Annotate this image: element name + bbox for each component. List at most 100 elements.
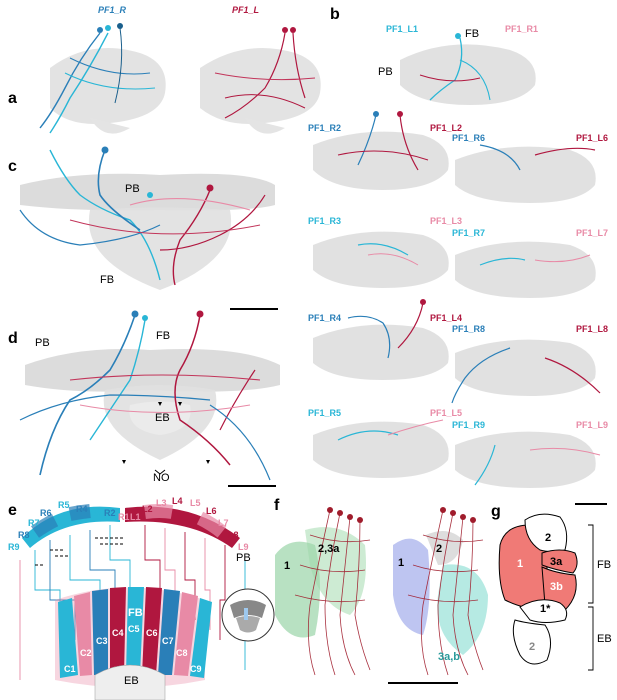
panel-e-pb-l5: L5 [190,498,201,508]
panel-e-col-c8: C8 [176,648,188,658]
panel-d-label: d [8,330,18,347]
panel-b-label-r9: PF1_R9 [452,420,486,430]
panel-f-label: f [274,497,280,514]
panel-b-render-4 [313,299,449,380]
panel-c-scalebar [230,308,278,310]
panel-e-pb-r9: R9 [8,542,20,552]
panel-e-pb-l3: L3 [156,498,167,508]
panel-e-pb-r2: R2 [104,508,116,518]
panel-e-pb-r4: R4 [76,504,88,514]
panel-b-label-r2: PF1_R2 [308,123,342,133]
panel-f-render-right [393,507,488,676]
panel-g-zone-1: 1 [517,558,524,570]
panel-e-region-eb: EB [124,675,139,687]
panel-d-render [19,310,280,481]
panel-b-label-l3: PF1_L3 [430,216,463,226]
panel-b-render-1 [400,33,536,105]
panel-e-label: e [8,502,17,519]
panel-e-pb-r8: R8 [18,530,30,540]
panel-c-region-fb: FB [100,274,115,286]
panel-d-region-no: NO [153,472,170,484]
panel-g-zone-1star: 1* [540,603,551,615]
panel-e-pb-r5: R5 [58,500,70,510]
panel-f-right-region-2: 2 [436,543,443,555]
panel-b-label-l2: PF1_L2 [430,123,463,133]
panel-b-label-l9: PF1_L9 [576,420,609,430]
panel-e-col-c5: C5 [128,624,140,634]
panel-f-left-region-23a: 2,3a [318,543,340,555]
panel-c-render [19,146,275,290]
panel-b-render-5 [313,419,449,478]
panel-e-pb-l6: L6 [206,506,217,516]
panel-e-col-c9: C9 [190,664,202,674]
panel-b: b FB PB PF1_L1 PF1_R1 PF1_R2 PF1_L2 PF1_… [300,0,617,505]
panel-e-pb-l4: L4 [172,496,183,506]
panel-c: c PB FB [0,146,300,315]
panel-e-pb-r6: R6 [40,508,52,518]
panel-f-scalebar [388,682,458,684]
panel-b-region-fb: FB [465,28,480,40]
panel-d-region-pb: PB [35,337,50,349]
panel-e-pb-l9: L9 [238,542,249,552]
panel-g-bracket-fb: FB [597,559,612,571]
panel-e-col-c2: C2 [80,648,92,658]
panel-a-title-left: PF1_L [232,5,260,15]
panel-b-label-l1: PF1_L1 [386,24,419,34]
panel-c-region-pb: PB [125,183,140,195]
panel-b-label-r3: PF1_R3 [308,216,342,226]
panel-e-pb-l1: L1 [130,512,141,522]
panel-e-col-c3: C3 [96,636,108,646]
panel-g-zone-2: 2 [545,532,552,544]
panel-b-render-2 [313,111,449,190]
panel-b-label-l6: PF1_L6 [576,133,609,143]
panel-e-pb-l2: L2 [142,504,153,514]
panel-a-render-right [39,23,166,134]
panel-b-label-l5: PF1_L5 [430,408,463,418]
panel-c-label: c [8,158,17,175]
panel-a-title-right: PF1_R [98,5,127,15]
panel-b-label-r7: PF1_R7 [452,228,486,238]
panel-e-region-pb: PB [236,552,251,564]
panel-b-label: b [330,6,340,23]
panel-g: g 1 2 3a 3b 1* 2 FB EB [485,495,617,700]
panel-b-render-9 [455,431,601,488]
panel-g-zone-3a: 3a [550,556,563,568]
panel-b-render-3 [313,231,449,288]
panel-b-label-r5: PF1_R5 [308,408,342,418]
panel-d-region-eb: EB [155,412,170,424]
panel-b-label-l4: PF1_L4 [430,313,463,323]
panel-b-label-l8: PF1_L8 [576,324,609,334]
panel-b-render-6 [455,144,596,203]
panel-f-right-region-3ab: 3a,b [438,651,461,663]
panel-d: d PB FB EB NO [0,305,300,495]
panel-e-pb-r3: R3 [90,508,102,518]
panel-b-label-l7: PF1_L7 [576,228,609,238]
panel-e-col-c4: C4 [112,628,124,638]
panel-d-scalebar [228,485,276,487]
panel-e-pb-r1: R1 [118,512,130,522]
panel-e-pb-r7: R7 [28,518,40,528]
panel-g-zone-2-eb: 2 [529,641,536,653]
panel-g-label: g [491,503,501,520]
panel-f-right-region-1: 1 [398,557,405,569]
panel-b-scalebar [575,503,607,505]
panel-f-left-region-1: 1 [284,560,291,572]
panel-b-render-7 [455,241,596,298]
panel-e-col-c7: C7 [162,636,174,646]
panel-b-label-r4: PF1_R4 [308,313,342,323]
panel-b-label-r6: PF1_R6 [452,133,486,143]
panel-f: f 1 2,3a 1 2 3a,b [270,495,500,700]
panel-a-label: a [8,90,17,107]
panel-a-render-left [200,27,321,134]
panel-e-diagram [19,504,275,700]
panel-b-label-r8: PF1_R8 [452,324,486,334]
panel-b-label-r1: PF1_R1 [505,24,539,34]
panel-f-render-left [275,507,371,676]
panel-g-zone-3b: 3b [550,581,563,593]
panel-e-pb-l8: L8 [228,530,239,540]
panel-e-pb-l7: L7 [218,518,229,528]
panel-d-region-fb: FB [156,330,171,342]
panel-b-render-8 [451,339,601,404]
panel-e-region-fb: FB [128,607,143,619]
panel-a: a PF1_R PF1_L [0,0,321,150]
